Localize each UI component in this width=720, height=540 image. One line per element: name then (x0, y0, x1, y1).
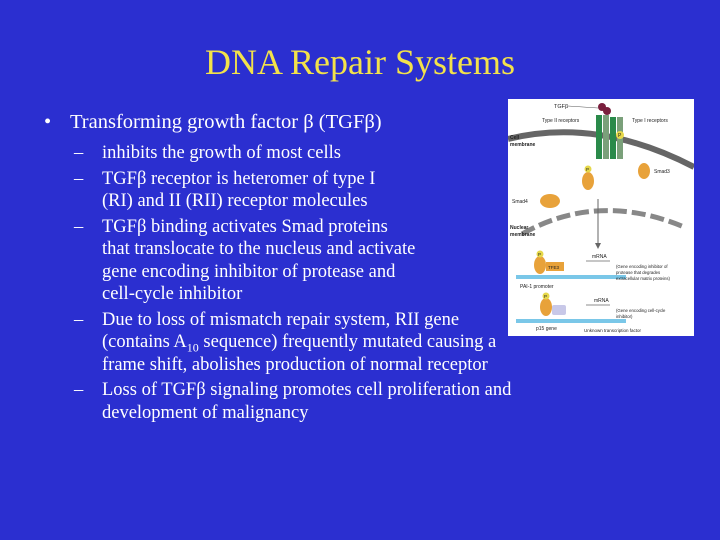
unknown-tf-icon (552, 305, 566, 315)
label-gene2: inhibitor) (616, 314, 633, 319)
label-smad4: Smad4 (512, 199, 528, 205)
label-gene1: protease that degrades (616, 270, 660, 275)
label-nuclear-membrane: membrane (510, 232, 536, 238)
label-nuclear-membrane: Nuclear (510, 225, 528, 231)
label-pai1: PAI-1 promoter (520, 284, 554, 290)
sub-bullet-text: TGFβ binding activates Smad proteins (102, 216, 388, 237)
smad-complex-icon (540, 298, 552, 316)
smad3-icon (638, 163, 650, 179)
label-type1: Type I receptors (632, 118, 668, 124)
sub-bullet-text: development of malignancy (102, 402, 309, 423)
label-type2: Type II receptors (542, 118, 580, 124)
smad-complex-icon (534, 256, 546, 274)
sub-bullet-text: that translocate to the nucleus and acti… (102, 239, 416, 259)
receptor-ri (610, 117, 616, 159)
label-gene2: (Gene encoding cell-cycle (616, 308, 666, 313)
sub-bullet-text: gene encoding inhibitor of protease and (102, 261, 396, 282)
label-tfe3: TFE3 (548, 265, 559, 270)
bullet-marker: • (44, 111, 52, 133)
dna-strand (516, 319, 626, 323)
tfe3-icon (546, 262, 564, 271)
sub-bullet-5: – Loss of TGFβ signaling promotes cell p… (44, 379, 684, 424)
sub-bullet-text: Loss of TGFβ signaling promotes cell pro… (102, 380, 512, 400)
dash-marker: – (74, 309, 84, 330)
receptor-rii (596, 115, 602, 159)
sub-bullet-text: Due to loss of mismatch repair system, R… (102, 309, 460, 330)
slide-title: DNA Repair Systems (205, 42, 515, 82)
subscript: 10 (186, 340, 199, 355)
phosphate-icon (542, 292, 550, 300)
phosphate-icon (616, 131, 624, 139)
label-p: P (538, 252, 541, 257)
tgfb-ligand-icon (603, 107, 611, 115)
label-cell-membrane: Cell (510, 135, 520, 141)
sub-bullet-2: – TGFβ receptor is heteromer of type I (… (44, 168, 684, 213)
dna-strand (516, 275, 626, 279)
bullet-tgfb: • Transforming growth factor β (TGFβ) (44, 110, 684, 134)
label-p: P (544, 294, 547, 299)
receptor-rii (603, 115, 609, 159)
label-unknown-tf: Unknown transcription factor (584, 328, 642, 333)
sub-bullet-4: – Due to loss of mismatch repair system,… (44, 309, 684, 377)
sub-bullet-text: (contains A10 sequence) frequently mutat… (102, 331, 684, 354)
label-gene1: extracellular matrix proteins) (616, 276, 671, 281)
label-mrna: mRNA (594, 298, 609, 304)
phosphate-icon (536, 250, 544, 258)
bullet-text: Transforming growth factor β (TGFβ) (70, 111, 382, 133)
label-p15: p15 gene (536, 326, 557, 332)
label-smad3: Smad3 (654, 169, 670, 175)
label-tgfb: TGFβ (554, 104, 568, 110)
label-p: P (586, 167, 589, 172)
pathway-diagram: TGFβ Type II receptors Type I receptors … (508, 103, 694, 333)
smad-activated-icon (582, 172, 594, 190)
dash-marker: – (74, 143, 84, 163)
label-gene1: (Gene encoding inhibitor of (616, 264, 668, 269)
sub-bullet-text: cell-cycle inhibitor (102, 284, 243, 304)
phosphate-icon (584, 165, 592, 173)
dash-marker: – (74, 168, 84, 189)
sub-bullet-1: – inhibits the growth of most cells (44, 142, 684, 165)
sub-bullet-text: (RI) and II (RII) receptor molecules (102, 191, 368, 211)
label-cell-membrane: membrane (510, 142, 536, 148)
bullet-list: • Transforming growth factor β (TGFβ) – … (44, 110, 684, 427)
label-p: P (618, 133, 622, 139)
nuclear-membrane (520, 208, 685, 237)
sub-bullet-text: TGFβ receptor is heteromer of type I (102, 168, 376, 189)
sub-bullet-text: frame shift, abolishes production of nor… (102, 354, 488, 375)
arrow-head-icon (595, 243, 601, 249)
sub-bullet-text-part: (contains A (102, 332, 187, 352)
label-mrna: mRNA (592, 254, 607, 260)
dash-marker: – (74, 380, 84, 400)
sub-bullet-text: inhibits the growth of most cells (102, 143, 341, 163)
sub-bullet-3: – TGFβ binding activates Smad proteins t… (44, 216, 684, 306)
tgfb-pathway-figure: TGFβ Type II receptors Type I receptors … (508, 99, 694, 336)
sub-bullet-text-part: sequence) frequently mutated causing a (198, 332, 497, 352)
leader-line (567, 105, 599, 109)
dash-marker: – (74, 216, 84, 237)
smad4-icon (540, 194, 560, 208)
